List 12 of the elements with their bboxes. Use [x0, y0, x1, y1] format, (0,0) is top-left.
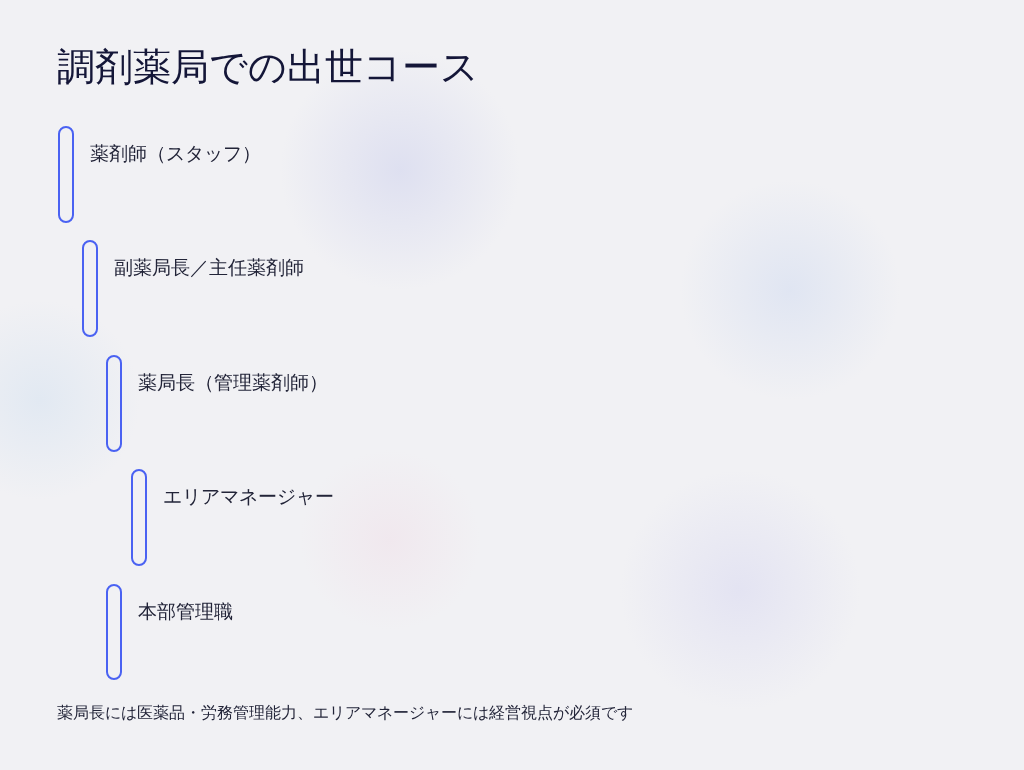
pill-bar	[106, 355, 122, 452]
pill-bar	[82, 240, 98, 337]
title: 調剤薬局での出世コース	[57, 44, 479, 90]
caption: 薬局長には医薬品・労務管理能力、エリアマネージャーには経営視点が必須です	[57, 703, 633, 723]
pill-bar	[106, 584, 122, 680]
step-label: 副薬局長／主任薬剤師	[114, 255, 304, 279]
step-label: 本部管理職	[138, 599, 233, 623]
step-label: 薬局長（管理薬剤師）	[138, 370, 328, 394]
step-label: エリアマネージャー	[163, 484, 334, 508]
pill-bar	[58, 126, 74, 223]
step-label: 薬剤師（スタッフ）	[90, 141, 261, 165]
pill-bar	[131, 469, 147, 566]
